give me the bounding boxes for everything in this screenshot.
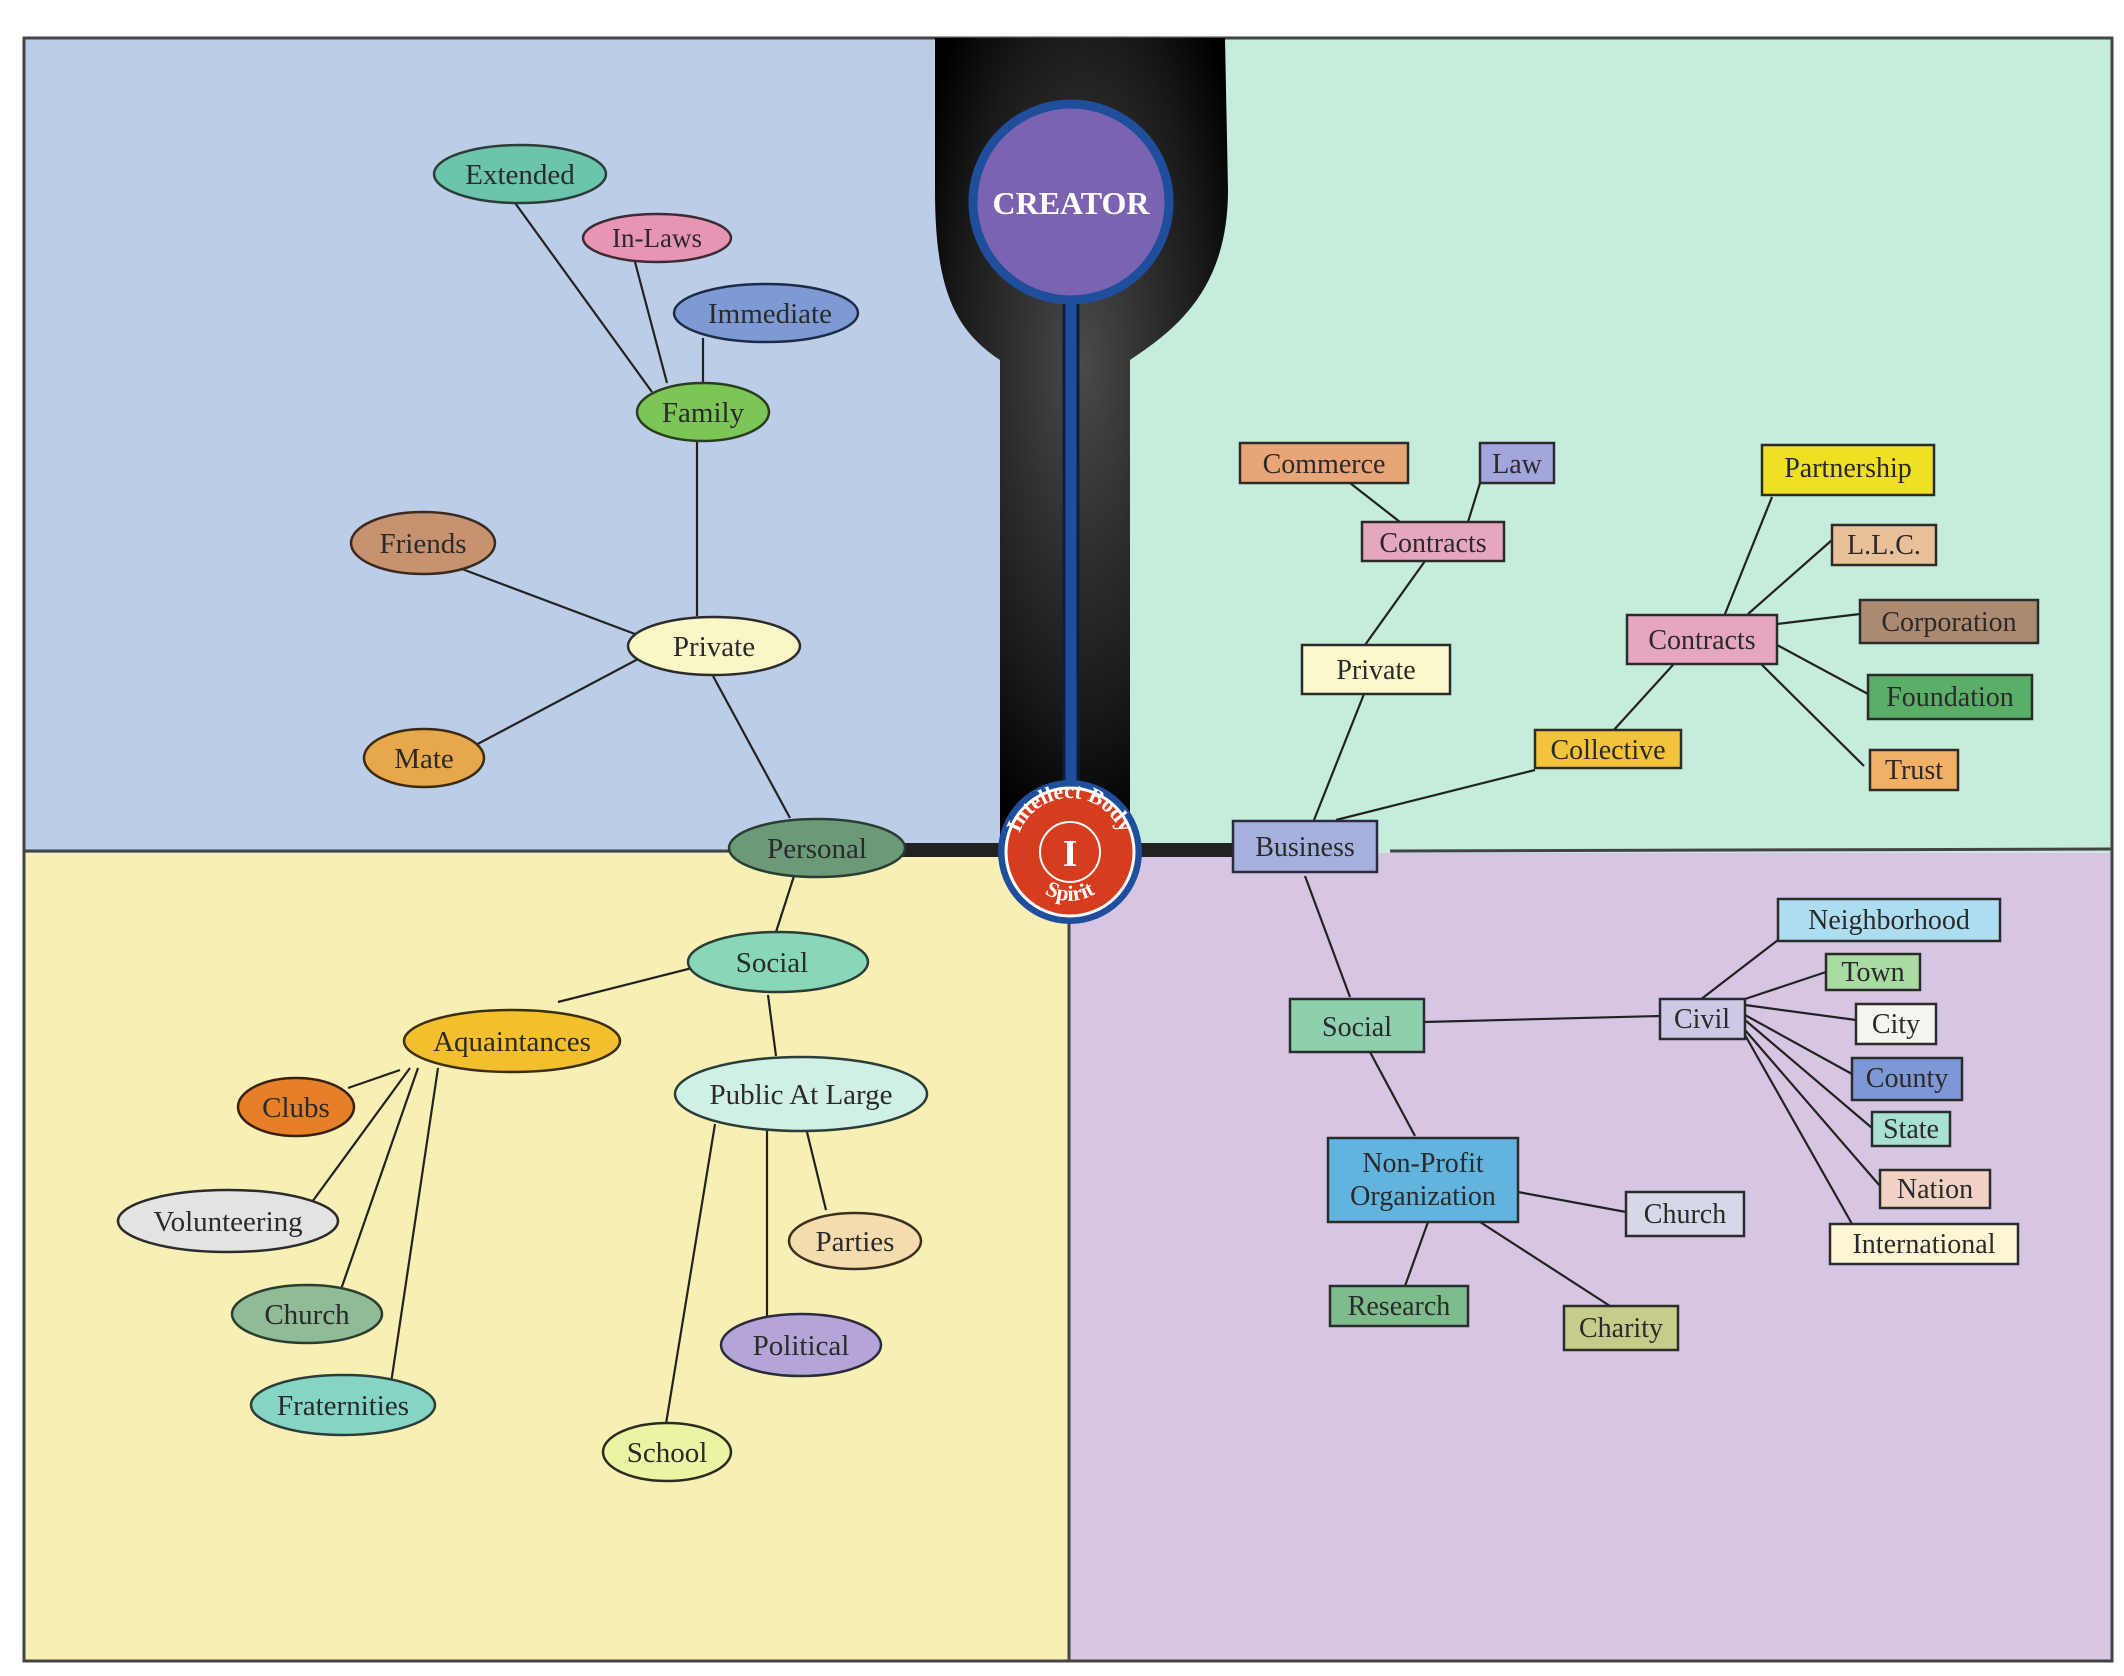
node-city[interactable]: City xyxy=(1854,1002,1938,1046)
node-non-profit-organization[interactable]: Non-Profit Organization xyxy=(1326,1136,1520,1224)
node-church-business[interactable]: Church xyxy=(1624,1190,1746,1238)
svg-text:Business: Business xyxy=(1255,832,1355,863)
svg-text:Charity: Charity xyxy=(1579,1313,1663,1344)
svg-text:State: State xyxy=(1883,1114,1939,1145)
right-horizontal-divider xyxy=(1389,847,2113,853)
node-church-personal[interactable]: Church xyxy=(230,1283,384,1345)
creator-node[interactable] xyxy=(968,99,1174,305)
node-collective[interactable]: Collective xyxy=(1533,728,1683,770)
svg-text:Political: Political xyxy=(753,1330,850,1362)
svg-text:Partnership: Partnership xyxy=(1784,453,1912,484)
svg-text:Private: Private xyxy=(673,631,755,663)
svg-text:County: County xyxy=(1866,1063,1948,1094)
node-county[interactable]: County xyxy=(1850,1056,1964,1102)
svg-text:Aquaintances: Aquaintances xyxy=(433,1026,591,1058)
node-law[interactable]: Law xyxy=(1478,441,1556,485)
creator-label: CREATOR xyxy=(992,185,1150,221)
center-self-node[interactable]: I Intellect Body Spirit xyxy=(998,778,1142,924)
svg-text:Extended: Extended xyxy=(465,159,575,191)
svg-text:Research: Research xyxy=(1348,1291,1451,1322)
node-personal[interactable]: Personal xyxy=(727,817,907,879)
connectors xyxy=(311,195,1881,1431)
node-volunteering[interactable]: Volunteering xyxy=(116,1188,340,1254)
svg-text:International: International xyxy=(1852,1229,1995,1260)
node-friends[interactable]: Friends xyxy=(349,510,497,576)
node-civil[interactable]: Civil xyxy=(1658,997,1747,1041)
svg-text:Non-Profit: Non-Profit xyxy=(1362,1148,1484,1179)
node-extended[interactable]: Extended xyxy=(432,143,608,205)
svg-text:Parties: Parties xyxy=(816,1226,895,1258)
node-aquaintances[interactable]: Aquaintances xyxy=(402,1008,622,1074)
svg-text:Civil: Civil xyxy=(1674,1004,1730,1035)
center-label: I xyxy=(1063,833,1078,875)
svg-text:Social: Social xyxy=(1322,1012,1392,1043)
svg-text:Social: Social xyxy=(736,947,809,979)
svg-text:Public At Large: Public At Large xyxy=(709,1079,892,1111)
node-contracts-private[interactable]: Contracts xyxy=(1360,520,1506,563)
node-trust[interactable]: Trust xyxy=(1868,748,1960,792)
svg-text:L.L.C.: L.L.C. xyxy=(1847,530,1921,561)
node-partnership[interactable]: Partnership xyxy=(1760,443,1936,497)
node-llc[interactable]: L.L.C. xyxy=(1830,523,1938,567)
node-nation[interactable]: Nation xyxy=(1878,1168,1992,1210)
svg-text:School: School xyxy=(627,1437,708,1469)
node-parties[interactable]: Parties xyxy=(787,1211,923,1271)
svg-text:Friends: Friends xyxy=(380,528,467,560)
node-international[interactable]: International xyxy=(1828,1222,2020,1266)
node-family[interactable]: Family xyxy=(635,381,771,443)
node-neighborhood[interactable]: Neighborhood xyxy=(1776,897,2002,943)
node-research[interactable]: Research xyxy=(1328,1284,1470,1328)
svg-text:Contracts: Contracts xyxy=(1648,625,1755,656)
social-quadrant xyxy=(24,853,1069,1661)
svg-text:Immediate: Immediate xyxy=(708,298,832,330)
svg-text:In-Laws: In-Laws xyxy=(612,223,702,253)
node-clubs[interactable]: Clubs xyxy=(236,1076,356,1138)
node-social-personal[interactable]: Social xyxy=(686,930,870,994)
node-town[interactable]: Town xyxy=(1824,952,1922,992)
node-mate[interactable]: Mate xyxy=(362,727,486,789)
node-corporation[interactable]: Corporation xyxy=(1858,598,2040,645)
svg-text:Private: Private xyxy=(1336,655,1415,686)
node-charity[interactable]: Charity xyxy=(1562,1304,1680,1352)
svg-text:Neighborhood: Neighborhood xyxy=(1808,905,1970,936)
node-state[interactable]: State xyxy=(1870,1110,1952,1148)
node-foundation[interactable]: Foundation xyxy=(1866,673,2034,721)
svg-text:Church: Church xyxy=(1644,1199,1726,1230)
svg-text:Mate: Mate xyxy=(394,743,454,775)
svg-text:Family: Family xyxy=(662,397,745,429)
node-social-business[interactable]: Social xyxy=(1288,997,1426,1054)
svg-text:Church: Church xyxy=(264,1299,350,1331)
node-school[interactable]: School xyxy=(601,1421,733,1483)
svg-text:Nation: Nation xyxy=(1897,1174,1973,1205)
svg-text:Volunteering: Volunteering xyxy=(153,1206,302,1238)
node-fraternities[interactable]: Fraternities xyxy=(249,1373,437,1437)
svg-text:Organization: Organization xyxy=(1350,1181,1496,1212)
svg-text:Trust: Trust xyxy=(1885,755,1943,786)
svg-text:Town: Town xyxy=(1841,957,1904,988)
node-political[interactable]: Political xyxy=(719,1312,883,1378)
svg-text:Contracts: Contracts xyxy=(1379,528,1486,559)
svg-text:Personal: Personal xyxy=(767,833,867,865)
svg-text:Fraternities: Fraternities xyxy=(277,1390,409,1422)
svg-text:Foundation: Foundation xyxy=(1886,682,2014,713)
node-immediate[interactable]: Immediate xyxy=(672,282,860,344)
node-private-personal[interactable]: Private xyxy=(626,615,802,677)
svg-text:Commerce: Commerce xyxy=(1263,449,1386,480)
svg-text:Corporation: Corporation xyxy=(1881,607,2016,638)
node-contracts-collective[interactable]: Contracts xyxy=(1625,613,1779,666)
svg-text:Law: Law xyxy=(1492,449,1543,480)
node-commerce[interactable]: Commerce xyxy=(1238,441,1410,485)
node-public-at-large[interactable]: Public At Large xyxy=(673,1055,929,1133)
creator-line xyxy=(1062,298,1080,822)
node-private-business[interactable]: Private xyxy=(1300,643,1452,696)
node-business[interactable]: Business xyxy=(1231,819,1379,874)
svg-text:City: City xyxy=(1872,1009,1920,1040)
svg-text:Clubs: Clubs xyxy=(262,1092,330,1124)
svg-text:Collective: Collective xyxy=(1550,735,1665,766)
node-in-laws[interactable]: In-Laws xyxy=(581,212,733,264)
